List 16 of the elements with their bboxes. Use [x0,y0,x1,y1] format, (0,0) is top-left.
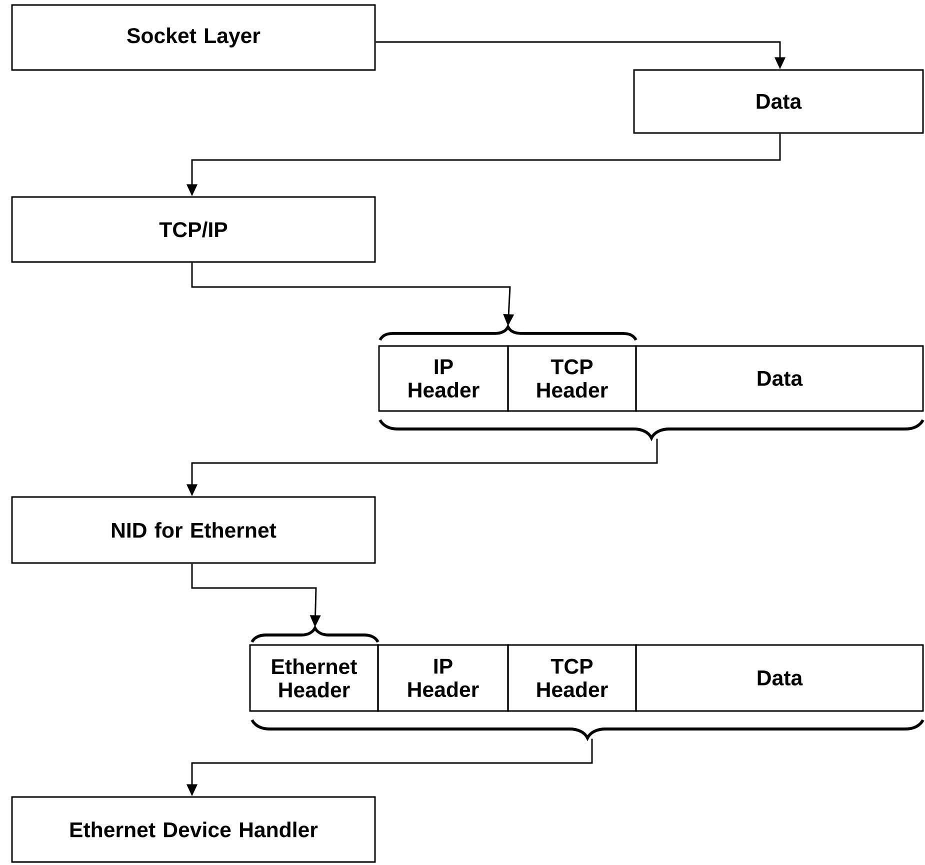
packet-field-cell: IP Header [377,644,509,712]
curly-brace [250,626,380,643]
layer-box: TCP/IP [11,196,376,263]
layer-box: NID for Ethernet [11,496,376,564]
curly-brace [250,719,924,740]
packet-field-cell: Data [635,644,924,712]
packet-field-cell: IP Header [378,345,509,412]
curly-brace [378,325,638,341]
packet-field-cell: Data [635,345,924,412]
layer-box: Socket Layer [11,4,376,71]
packet-field-cell: TCP Header [507,345,637,412]
packet-field-cell: Ethernet Header [249,644,379,712]
curly-brace [378,419,924,440]
layer-box: Data [633,69,924,134]
packet-field-cell: TCP Header [507,644,637,712]
layer-box: Ethernet Device Handler [11,796,376,863]
